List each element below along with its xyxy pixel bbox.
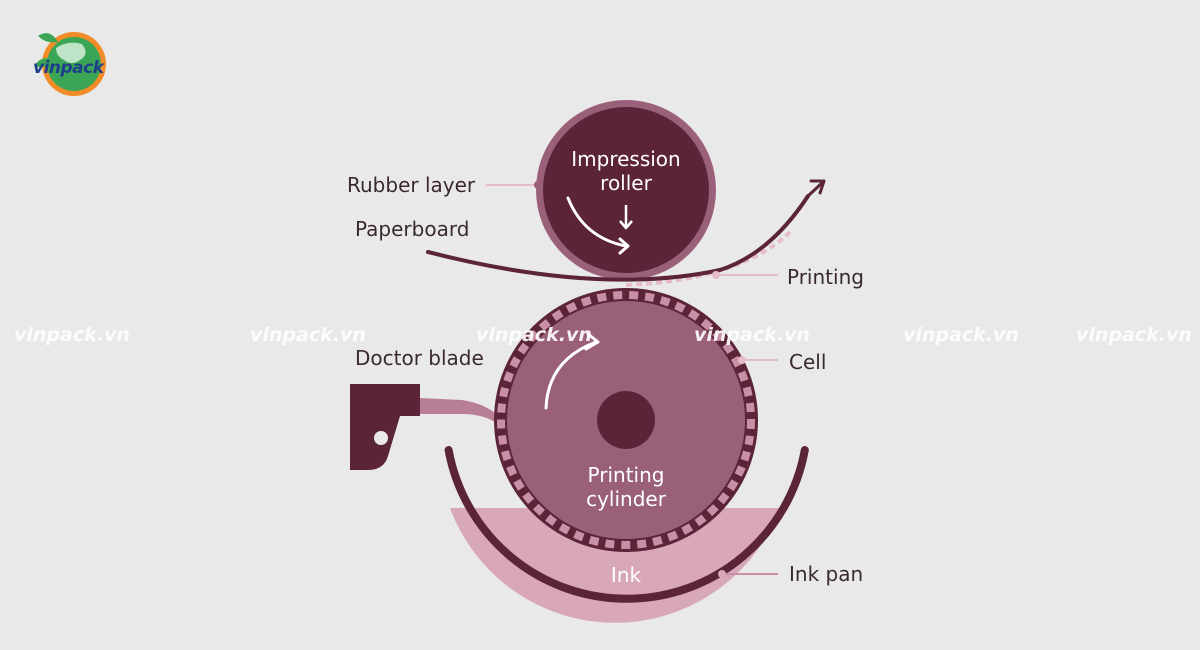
printing-marker xyxy=(712,271,720,279)
ink-label: Ink xyxy=(610,563,642,587)
rubber-layer-label: Rubber layer xyxy=(347,173,476,197)
ink-pan-marker xyxy=(718,570,726,578)
impression-roller-label-line2: roller xyxy=(600,171,652,195)
impression-roller-label-line1: Impression xyxy=(571,147,681,171)
rubber-layer-marker xyxy=(534,181,542,189)
paperboard-label: Paperboard xyxy=(355,217,470,241)
printing-cylinder xyxy=(494,288,758,552)
roller-rotation-arrowhead xyxy=(618,237,630,255)
cell-ring xyxy=(497,291,755,549)
impression-roller xyxy=(536,100,716,280)
vinpack-logo xyxy=(34,32,106,96)
watermark-text: vinpack.vn xyxy=(476,324,592,346)
leader-lines xyxy=(486,181,778,578)
cell-marker xyxy=(738,356,746,364)
paperboard xyxy=(426,179,826,287)
blade-pivot-hole xyxy=(374,431,388,445)
watermark-text: vinpack.vn xyxy=(1076,324,1192,346)
watermark-text: vinpack.vn xyxy=(250,324,366,346)
ink-pan-curve xyxy=(444,446,809,603)
ink-fill xyxy=(450,508,780,623)
paperboard-direction-arrow xyxy=(806,180,825,198)
doctor-blade-label: Doctor blade xyxy=(355,346,484,370)
printing-cylinder-label-line1: Printing xyxy=(587,463,665,487)
printing-cylinder-label-line2: cylinder xyxy=(586,487,666,511)
logo-wordmark: vinpack xyxy=(33,58,104,78)
cylinder-hub xyxy=(597,391,655,449)
paperboard-sheet xyxy=(426,194,810,282)
blade-holder xyxy=(350,384,420,470)
ink-pan xyxy=(444,446,809,623)
cell-label: Cell xyxy=(789,350,827,374)
printing-cylinder-label: Printing cylinder xyxy=(556,463,696,511)
watermark-text: vinpack.vn xyxy=(14,324,130,346)
watermark-text: vinpack.vn xyxy=(903,324,1019,346)
pressure-arrowhead xyxy=(619,220,633,230)
doctor-blade xyxy=(350,384,500,470)
impression-roller-label: Impression roller xyxy=(556,147,696,195)
leaf-icon xyxy=(34,58,56,68)
watermark-text: vinpack.vn xyxy=(694,324,810,346)
blade-tip xyxy=(420,398,500,424)
paperboard-direction-arrowhead xyxy=(809,179,826,195)
cylinder-rotation-arrow xyxy=(544,340,598,410)
ink-pan-label: Ink pan xyxy=(789,562,864,586)
roller-rotation-arrow xyxy=(566,196,628,248)
cylinder-rotation-arrowhead xyxy=(584,332,600,351)
printing-label: Printing xyxy=(787,265,864,289)
